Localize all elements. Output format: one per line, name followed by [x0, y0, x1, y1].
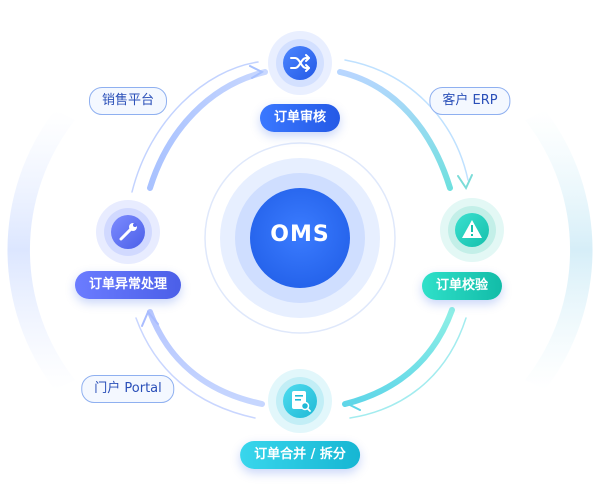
warning-icon	[462, 220, 482, 238]
source-tag-customer-erp: 客户 ERP	[429, 87, 511, 115]
arc-verify-to-merge-thin	[349, 317, 467, 419]
flow-arcs	[131, 59, 473, 419]
shuffle-icon	[290, 54, 310, 72]
node-label-exception: 订单异常处理	[74, 271, 182, 299]
source-tag-sales-platform: 销售平台	[88, 87, 168, 115]
arc-review-to-verify	[337, 69, 453, 191]
right-crescent	[525, 110, 593, 390]
arrow-head-verify	[457, 174, 473, 191]
document-search-icon	[292, 391, 311, 412]
arc-verify-to-merge	[342, 307, 455, 407]
wrench-icon	[119, 223, 137, 241]
arc-merge-to-exception-thin	[135, 317, 256, 419]
node-label-verify: 订单校验	[421, 272, 503, 300]
arrow-head-review	[249, 65, 265, 79]
arc-exception-to-review-thin	[131, 61, 259, 193]
arrow-head-exception	[141, 310, 159, 327]
source-tag-portal: 门户 Portal	[81, 375, 175, 403]
center-circle	[250, 188, 350, 288]
node-label-merge: 订单合并 / 拆分	[240, 441, 360, 469]
center-oms-label: OMS	[270, 222, 330, 247]
left-crescent	[7, 110, 76, 390]
arrow-head-merge	[345, 397, 361, 411]
arc-review-to-verify-thin	[344, 59, 469, 181]
arc-exception-to-review	[147, 69, 268, 191]
node-label-review: 订单审核	[259, 104, 341, 132]
arc-merge-to-exception	[147, 309, 265, 407]
